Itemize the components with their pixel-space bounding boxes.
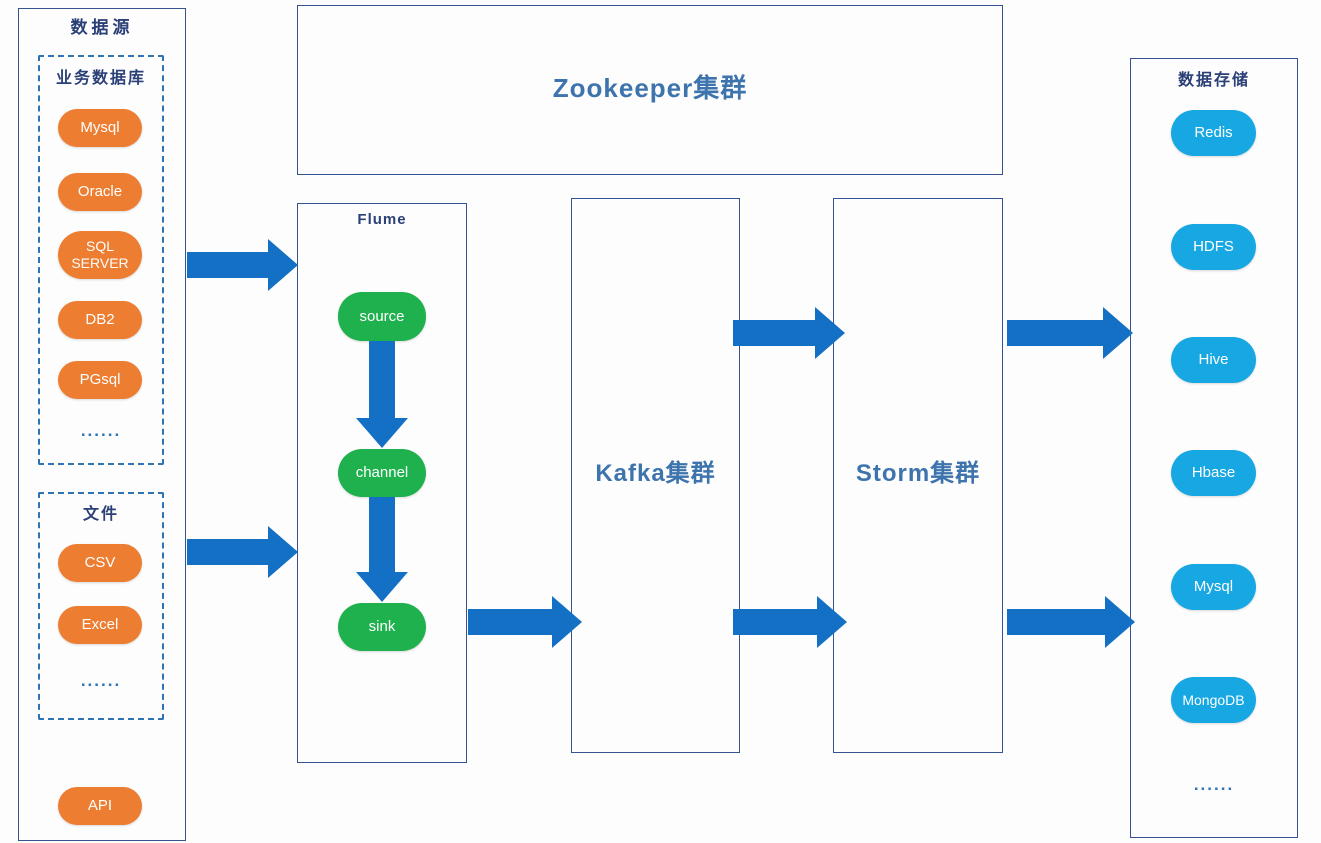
pill-pgsql: PGsql bbox=[58, 361, 142, 399]
pill-oracle: Oracle bbox=[58, 173, 142, 211]
zookeeper-box bbox=[297, 5, 1003, 175]
pill-db2: DB2 bbox=[58, 301, 142, 339]
database-group-title: 业务数据库 bbox=[55, 70, 146, 87]
pill-api: API bbox=[58, 787, 142, 825]
file-group-ellipsis: ...... bbox=[80, 671, 122, 690]
arrow-channel-to-sink bbox=[356, 497, 408, 602]
flume-box bbox=[297, 203, 467, 763]
arrow-datasource-to-flume-bottom bbox=[187, 526, 298, 578]
pill-flume-sink: sink bbox=[338, 603, 426, 651]
storm-title: Storm集群 bbox=[855, 460, 981, 487]
pill-sqlserver: SQL SERVER bbox=[58, 231, 142, 279]
datasource-title: 数据源 bbox=[70, 18, 134, 37]
arrow-kafka-to-storm-bottom bbox=[733, 596, 847, 648]
storage-title: 数据存储 bbox=[1177, 72, 1250, 89]
pill-redis: Redis bbox=[1171, 110, 1256, 156]
storage-ellipsis: ...... bbox=[1193, 775, 1235, 794]
arrow-flume-to-kafka bbox=[468, 596, 582, 648]
pill-csv: CSV bbox=[58, 544, 142, 582]
kafka-box bbox=[571, 198, 740, 753]
kafka-title: Kafka集群 bbox=[595, 460, 716, 487]
file-group-title: 文件 bbox=[82, 506, 119, 523]
zookeeper-title: Zookeeper集群 bbox=[552, 73, 748, 103]
database-group-box bbox=[38, 55, 164, 465]
arrow-storm-to-storage-bottom bbox=[1007, 596, 1135, 648]
pill-hbase: Hbase bbox=[1171, 450, 1256, 496]
arrow-kafka-to-storm-top bbox=[733, 307, 845, 359]
pill-mysql-source: Mysql bbox=[58, 109, 142, 147]
pill-flume-source: source bbox=[338, 292, 426, 341]
pill-hdfs: HDFS bbox=[1171, 224, 1256, 270]
arrow-datasource-to-flume-top bbox=[187, 239, 298, 291]
flume-title: Flume bbox=[357, 211, 407, 228]
pill-mysql-storage: Mysql bbox=[1171, 564, 1256, 610]
pill-mongodb: MongoDB bbox=[1171, 677, 1256, 723]
arrow-source-to-channel bbox=[356, 341, 408, 448]
file-group-box bbox=[38, 492, 164, 720]
datasource-panel bbox=[18, 8, 186, 841]
pill-hive: Hive bbox=[1171, 337, 1256, 383]
database-group-ellipsis: ...... bbox=[80, 421, 122, 440]
storm-box bbox=[833, 198, 1003, 753]
pill-excel: Excel bbox=[58, 606, 142, 644]
arrow-storm-to-storage-top bbox=[1007, 307, 1133, 359]
pill-flume-channel: channel bbox=[338, 449, 426, 497]
storage-panel bbox=[1130, 58, 1298, 838]
